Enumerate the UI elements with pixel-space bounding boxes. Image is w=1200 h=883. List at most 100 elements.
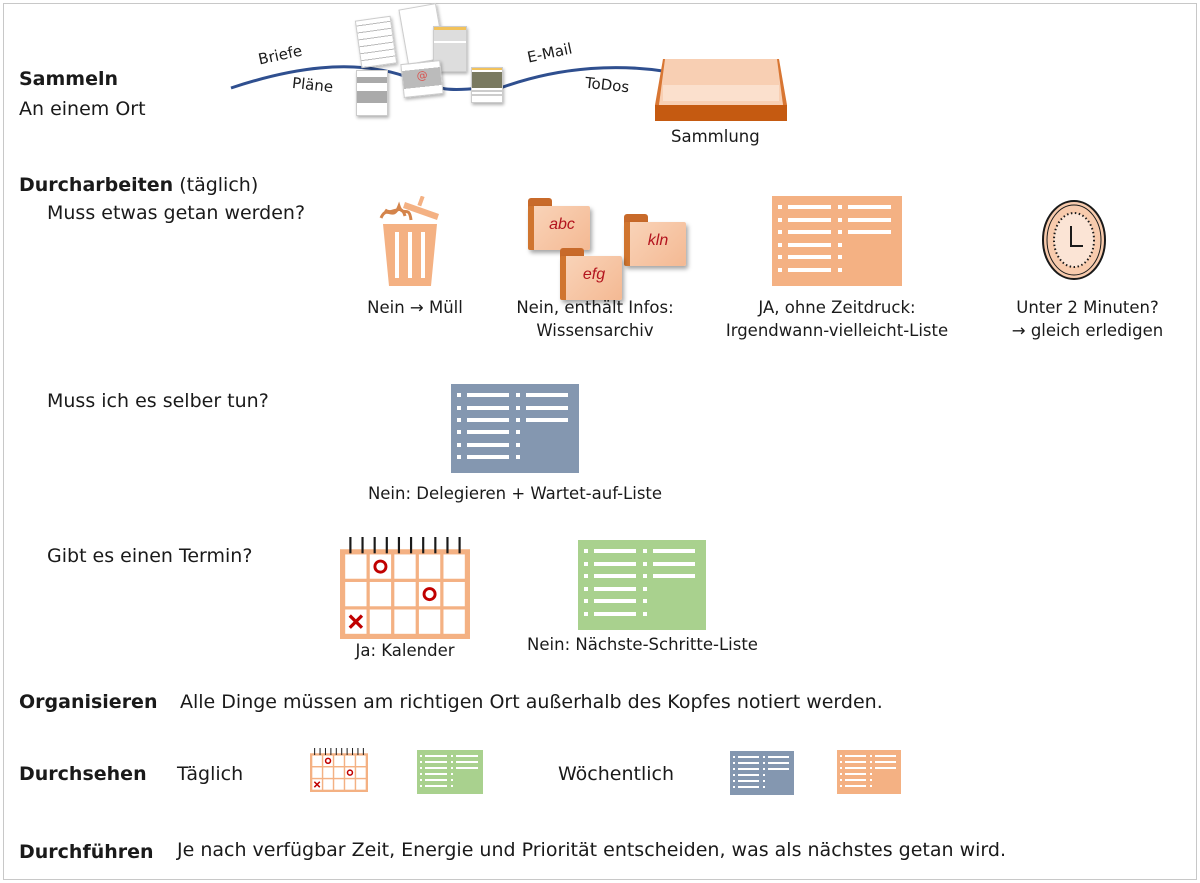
list-line: [788, 230, 831, 234]
list-line: [420, 767, 422, 769]
list-line: [733, 756, 735, 758]
at-sign-icon: @: [415, 68, 429, 83]
list-line: [763, 768, 765, 770]
list-line: [875, 755, 896, 757]
calendar-cell: [312, 767, 322, 778]
list-line: [763, 756, 765, 758]
list-line: [838, 230, 842, 234]
list-line: [768, 756, 789, 758]
list-line: [733, 786, 735, 788]
option-trash-label: Nein → Müll: [367, 298, 463, 317]
list-line: [526, 418, 568, 422]
list-line: [516, 418, 520, 422]
list-line: [420, 761, 422, 763]
folder-abc-icon: abc: [528, 198, 590, 250]
calendar-mark-x: [348, 614, 364, 629]
list-line: [467, 455, 509, 459]
durcharbeiten-heading: Durcharbeiten (täglich): [19, 174, 258, 196]
list-line: [838, 243, 842, 247]
durchsehen-daily: Täglich: [177, 763, 244, 785]
list-line: [584, 562, 588, 566]
list-line: [594, 612, 636, 616]
calendar-icon: [340, 537, 470, 639]
calendar-small-icon: [310, 748, 368, 792]
calendar-cell: [334, 779, 344, 790]
list-line: [425, 767, 447, 769]
list-line: [845, 773, 866, 775]
document-letter-icon: [356, 70, 388, 116]
option-next-actions-label: Nein: Nächste-Schritte-Liste: [527, 635, 758, 654]
list-line: [594, 574, 636, 578]
list-line: [467, 443, 509, 447]
organisieren-title: Organisieren: [19, 691, 158, 713]
calendar-cell: [323, 779, 333, 790]
list-line: [584, 612, 588, 616]
list-line: [584, 587, 588, 591]
list-line: [457, 406, 461, 410]
calendar-cell: [418, 609, 441, 634]
list-line: [653, 562, 695, 566]
list-line: [778, 230, 782, 234]
list-line: [840, 773, 842, 775]
list-line: [584, 549, 588, 553]
list-line: [870, 779, 872, 781]
list-line: [457, 393, 461, 397]
list-line: [425, 755, 447, 757]
list-line: [420, 755, 422, 757]
calendar-cell: [356, 755, 366, 766]
email-document-icon: @: [400, 60, 444, 98]
calendar-cell: [394, 609, 416, 634]
list-line: [456, 761, 478, 763]
list-line: [733, 768, 735, 770]
durchsehen-weekly: Wöchentlich: [558, 763, 675, 785]
trash-icon: [379, 196, 439, 286]
list-line: [788, 218, 831, 222]
durchsehen-title: Durchsehen: [19, 763, 147, 785]
next-actions-list-icon: [578, 540, 706, 630]
calendar-mark-circle: [422, 587, 437, 602]
list-line: [870, 785, 872, 787]
list-line: [870, 755, 872, 757]
option-delegate-label: Nein: Delegieren + Wartet-auf-Liste: [367, 484, 663, 503]
option-twominute-label: Unter 2 Minuten? → gleich erledigen: [1011, 298, 1164, 340]
calendar-cell: [334, 767, 344, 778]
list-line: [451, 785, 453, 787]
option-calendar-label: Ja: Kalender: [355, 641, 455, 660]
list-line: [457, 443, 461, 447]
list-line: [840, 785, 842, 787]
list-line: [653, 574, 695, 578]
inbox-label: Sammlung: [671, 127, 760, 146]
list-line: [456, 767, 478, 769]
list-line: [467, 430, 509, 434]
calendar-cell: [345, 755, 355, 766]
list-line: [845, 755, 866, 757]
list-line: [763, 774, 765, 776]
calendar-cell: [418, 554, 441, 579]
list-line: [838, 255, 842, 259]
list-line: [526, 406, 568, 410]
diagram-frame: [3, 3, 1197, 880]
question-1: Muss etwas getan werden?: [47, 202, 306, 224]
list-line: [870, 767, 872, 769]
calendar-cell: [369, 554, 392, 579]
list-line: [516, 455, 520, 459]
calendar-cell: [369, 581, 392, 607]
list-line: [778, 243, 782, 247]
list-line: [870, 761, 872, 763]
list-line: [456, 755, 478, 757]
list-line: [467, 406, 509, 410]
list-line: [738, 774, 759, 776]
list-line: [643, 612, 647, 616]
sammeln-subtitle: An einem Ort: [19, 98, 146, 120]
calendar-cell: [443, 609, 465, 634]
list-line: [457, 430, 461, 434]
list-line: [451, 779, 453, 781]
someday-small-icon: [837, 750, 901, 794]
list-line: [875, 761, 896, 763]
durchfuehren-title: Durchführen: [19, 841, 154, 863]
list-line: [451, 755, 453, 757]
list-line: [425, 785, 447, 787]
durcharbeiten-suffix: (täglich): [179, 174, 259, 196]
list-line: [848, 205, 891, 209]
list-line: [738, 762, 759, 764]
